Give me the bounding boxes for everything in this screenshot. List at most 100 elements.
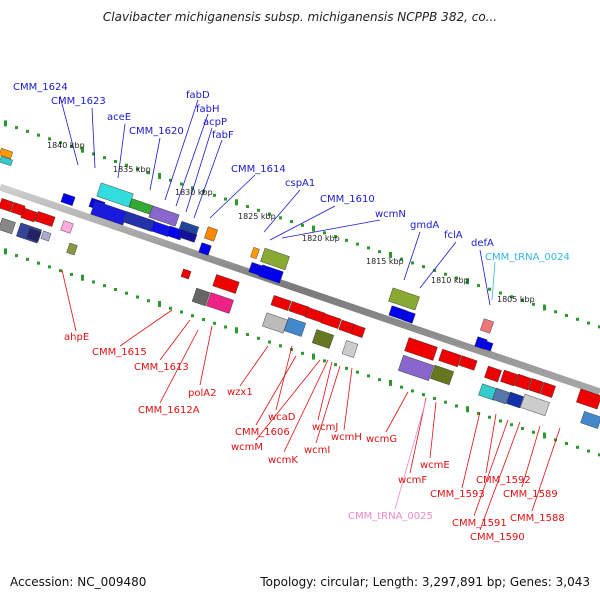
gene-label: polA2 — [188, 388, 216, 399]
scale-tick — [70, 144, 73, 148]
scale-tick — [235, 199, 238, 206]
gene-feature — [540, 382, 556, 398]
gene-feature — [482, 340, 494, 352]
leader-line — [275, 345, 293, 411]
gene-feature — [514, 373, 532, 391]
gene-label: CMM_1593 — [430, 489, 485, 500]
gene-feature — [96, 182, 134, 208]
leader-line — [159, 329, 199, 404]
scale-tick — [312, 353, 315, 360]
leader-line — [317, 361, 333, 421]
scale-tick — [422, 393, 425, 397]
scale-tick — [411, 389, 414, 393]
scale-tick — [334, 363, 337, 367]
scale-tick — [224, 197, 227, 201]
gene-feature — [262, 312, 288, 334]
scale-tick — [499, 419, 502, 423]
leader-line — [419, 241, 457, 289]
scale-tick — [554, 310, 557, 314]
leader-line — [394, 399, 427, 510]
gene-label: wcmF — [398, 475, 427, 486]
scale-tick-rows — [4, 120, 600, 457]
gene-feature — [258, 264, 284, 284]
gene-feature — [212, 274, 240, 294]
gene-label: cspA1 — [285, 178, 315, 189]
scale-tick — [356, 242, 359, 246]
scale-tick — [92, 280, 95, 284]
scale-tick — [301, 351, 304, 355]
gene-label: CMM_1624 — [13, 82, 68, 93]
scale-tick — [422, 265, 425, 269]
scale-tick — [15, 126, 18, 130]
leader-line — [485, 413, 497, 474]
gene-feature — [0, 198, 14, 212]
scale-tick — [477, 283, 480, 287]
gene-feature — [0, 155, 13, 167]
scale-tick — [4, 120, 7, 127]
scale-tick — [367, 246, 370, 250]
gene-feature — [520, 393, 550, 417]
gene-label: CMM_1610 — [320, 194, 375, 205]
gene-feature — [430, 364, 454, 386]
gene-label: gmdA — [410, 220, 439, 231]
gene-feature — [484, 365, 502, 383]
scale-tick — [466, 406, 469, 413]
gene-feature — [34, 211, 56, 227]
scale-tick — [323, 231, 326, 235]
leader-line — [199, 325, 213, 386]
gene-label: wcmN — [375, 209, 406, 220]
gene-feature — [40, 230, 52, 242]
leader-line — [193, 139, 223, 219]
gene-feature — [178, 229, 198, 243]
scale-tick — [48, 265, 51, 269]
scale-tick — [103, 284, 106, 288]
scale-tick — [202, 318, 205, 322]
gene-feature — [0, 147, 14, 160]
gene-label: CMM_tRNA_0025 — [348, 511, 433, 522]
scale-tick — [37, 261, 40, 265]
gene-label: CMM_1590 — [470, 532, 525, 543]
scale-tick — [532, 302, 535, 306]
gene-feature — [388, 287, 420, 311]
scale-tick — [180, 310, 183, 314]
gene-feature — [260, 247, 290, 271]
leader-line — [479, 249, 491, 306]
gene-feature — [402, 310, 416, 324]
gene-label: acpP — [203, 117, 227, 128]
scale-tick — [4, 248, 7, 255]
scale-tick — [268, 212, 271, 216]
scale-tick — [389, 251, 392, 258]
gene-label: CMM_1592 — [476, 475, 531, 486]
scale-tick — [444, 400, 447, 404]
gene-label: CMM_1591 — [452, 518, 507, 529]
leader-line — [175, 113, 209, 207]
scale-tick — [312, 225, 315, 232]
scale-tick — [576, 317, 579, 321]
leader-line — [164, 99, 199, 201]
scale-tick — [455, 404, 458, 408]
leader-line — [403, 231, 421, 281]
gene-label: defA — [471, 238, 494, 249]
scale-tick — [246, 333, 249, 337]
gene-feature — [26, 228, 42, 242]
scale-tick — [268, 340, 271, 344]
scale-tick — [191, 186, 194, 190]
leader-line — [149, 137, 161, 191]
scale-tick — [378, 378, 381, 382]
scale-tick — [114, 159, 117, 163]
scale-tick — [81, 274, 84, 281]
scale-tick — [136, 295, 139, 299]
feature-track — [0, 147, 600, 429]
gene-label: wcmE — [420, 460, 450, 471]
scale-tick — [26, 257, 29, 261]
gene-feature — [350, 324, 366, 338]
scale-tick — [59, 269, 62, 273]
scale-tick — [521, 299, 524, 303]
scale-tick — [488, 287, 491, 291]
scale-tick — [389, 379, 392, 386]
scale-tick — [334, 235, 337, 239]
gene-feature — [506, 391, 524, 409]
scale-tick — [136, 167, 139, 171]
scale-tick — [499, 291, 502, 295]
label-leaders — [59, 95, 561, 531]
